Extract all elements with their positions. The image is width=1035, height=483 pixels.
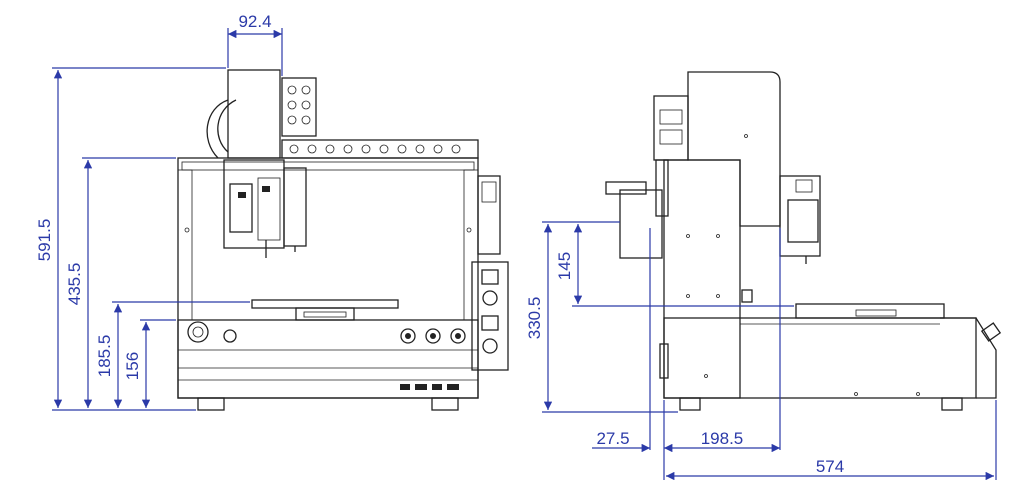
side-view [605,71,1002,411]
dim-worktable-height-label: 185.5 [95,335,114,378]
dim-panel-height-label: 156 [123,352,142,380]
front-dimensions: 92.4 591.5 435.5 185.5 156 [35,12,283,411]
dim-total-depth-label: 574 [816,457,844,476]
side-dimensions: 145 330.5 27.5 198.5 574 [525,221,997,481]
dim-head-drop-label: 145 [555,252,574,280]
dim-total-height-label: 591.5 [35,219,54,262]
dim-top-width-label: 92.4 [238,12,271,31]
cable-chain [289,144,461,154]
dim-column-depth-label: 198.5 [701,429,744,448]
dim-table-height-label: 330.5 [525,297,544,340]
dim-gantry-height-label: 435.5 [65,263,84,306]
front-view [177,69,509,411]
dim-offset-label: 27.5 [596,429,629,448]
